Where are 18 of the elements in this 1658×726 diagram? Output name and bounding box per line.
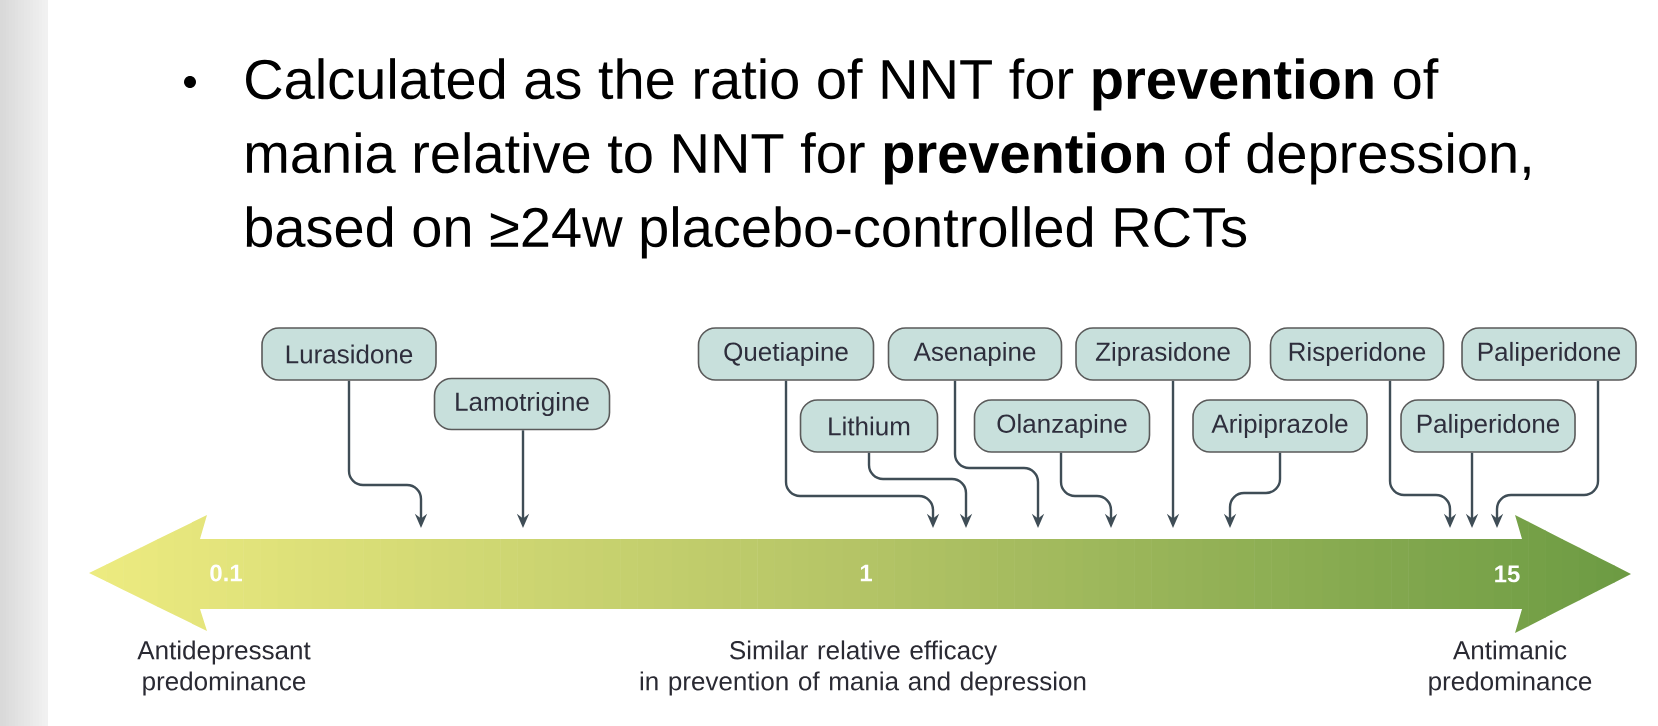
scale-caption: Antidepressant predominance bbox=[137, 640, 311, 696]
drug-box: Lamotrigine bbox=[433, 377, 611, 431]
drug-box: Lithium bbox=[799, 399, 939, 453]
scale-value: 0.1 bbox=[210, 564, 242, 582]
scale-caption: Antimanic predominance bbox=[1429, 640, 1592, 696]
scale-caption: Similar relative efficacy in prevention of mania and depression bbox=[640, 640, 1086, 696]
drug-box: Asenapine bbox=[887, 327, 1063, 381]
drug-box: Aripiprazole bbox=[1192, 399, 1368, 453]
drug-box: Ziprasidone bbox=[1075, 327, 1251, 381]
scale-value: 15 bbox=[1495, 565, 1520, 583]
drug-box: Quetiapine bbox=[697, 327, 875, 381]
drug-box: Paliperidone bbox=[1400, 399, 1576, 453]
drug-box: Paliperidone bbox=[1461, 327, 1637, 381]
drug-box: Olanzapine bbox=[973, 399, 1151, 453]
drug-box: Risperidone bbox=[1269, 327, 1445, 381]
bullet-text: Calculated as the ratio of NNT for prevention of mania relative to NNT for prevention of depression, based on ≥24w placebo-controlled RCTs bbox=[246, 58, 1530, 259]
drug-box: Lurasidone bbox=[261, 327, 437, 381]
scale-value: 1 bbox=[860, 564, 872, 582]
